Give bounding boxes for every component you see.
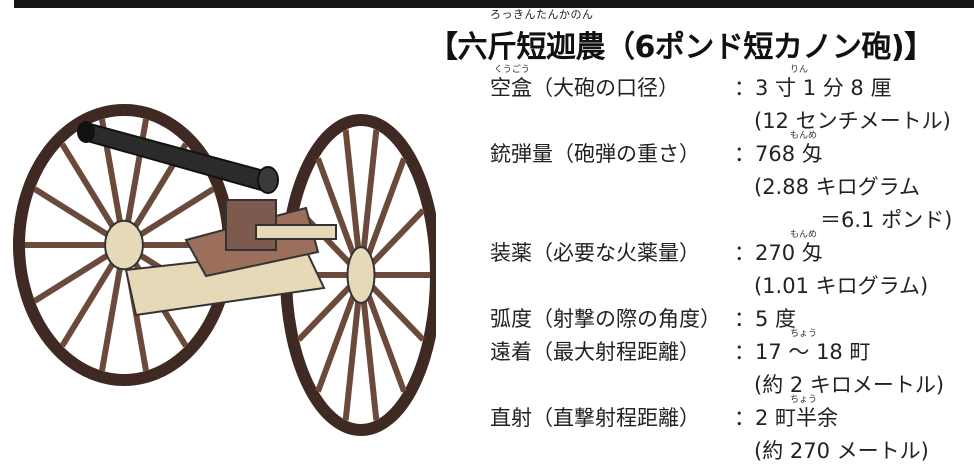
spec-conversion: (約 270 メートル) xyxy=(754,439,929,463)
value-reading: ちょう xyxy=(790,395,818,405)
spec-row: 弧度（射撃の際の角度） ：5 度 xyxy=(490,295,974,331)
spec-continuation: ＝6.1 ポンド) xyxy=(490,196,974,232)
spec-label: 遠着（最大射程距離） xyxy=(490,340,700,364)
value-reading: りん xyxy=(790,65,809,75)
spec-value: ：270 匁 xyxy=(734,241,823,265)
spec-conversion: (1.01 キログラム) xyxy=(754,274,929,298)
spec-row: 銃弾量（砲弾の重さ） ：768 匁もんめ xyxy=(490,130,974,166)
spec-label: 空盒（大砲の口径） xyxy=(490,76,679,100)
value-reading: ちょう xyxy=(790,329,818,339)
cannon-breech xyxy=(257,166,279,194)
page-title: 【六斤短迦農（6ポンド短カノン砲)】 xyxy=(428,30,934,65)
spec-label: 装薬（必要な火薬量） xyxy=(490,241,700,265)
spec-continuation: (1.01 キログラム) xyxy=(490,262,974,298)
axle xyxy=(255,224,337,240)
top-rule xyxy=(14,0,974,8)
spec-continuation: (2.88 キログラム xyxy=(490,163,974,199)
spec-label: 直射（直撃射程距離） xyxy=(490,406,700,430)
value-reading: もんめ xyxy=(790,131,818,141)
spec-value: ：768 匁 xyxy=(734,142,823,166)
spec-value: ：2 町半余 xyxy=(734,406,839,430)
spec-conversion: (12 センチメートル) xyxy=(754,109,951,133)
value-reading: もんめ xyxy=(790,230,818,240)
spec-continuation: (約 2 キロメートル) xyxy=(490,361,974,397)
title-reading: ろっきんたんかのん xyxy=(490,8,594,21)
spec-continuation: (約 270 メートル) xyxy=(490,427,974,463)
spec-conversion: ＝6.1 ポンド) xyxy=(820,208,953,232)
spec-row: 直射（直撃射程距離） ：2 町半余ちょう xyxy=(490,394,974,430)
spec-value: ：5 度 xyxy=(734,307,797,331)
spec-row: 遠着（最大射程距離） ：17 ～ 18 町ちょう xyxy=(490,328,974,364)
cannon-illustration xyxy=(13,104,436,436)
spec-conversion: (2.88 キログラム xyxy=(754,175,920,199)
specifications-list: 空盒（大砲の口径）くうごう：3 寸 1 分 8 厘りん(12 センチメートル)銃… xyxy=(490,64,974,463)
spec-label: 弧度（射撃の際の角度） xyxy=(490,307,721,331)
spec-label: 銃弾量（砲弾の重さ） xyxy=(490,142,700,166)
spec-row: 装薬（必要な火薬量） ：270 匁もんめ xyxy=(490,229,974,265)
label-reading: くうごう xyxy=(494,65,530,75)
cannon-muzzle xyxy=(77,121,95,143)
spec-value: ：3 寸 1 分 8 厘 xyxy=(734,76,892,100)
spec-conversion: (約 2 キロメートル) xyxy=(754,373,945,397)
spec-row: 空盒（大砲の口径）くうごう ：3 寸 1 分 8 厘りん xyxy=(490,64,974,100)
spec-continuation: (12 センチメートル) xyxy=(490,97,974,133)
spec-value: ：17 ～ 18 町 xyxy=(734,340,871,364)
